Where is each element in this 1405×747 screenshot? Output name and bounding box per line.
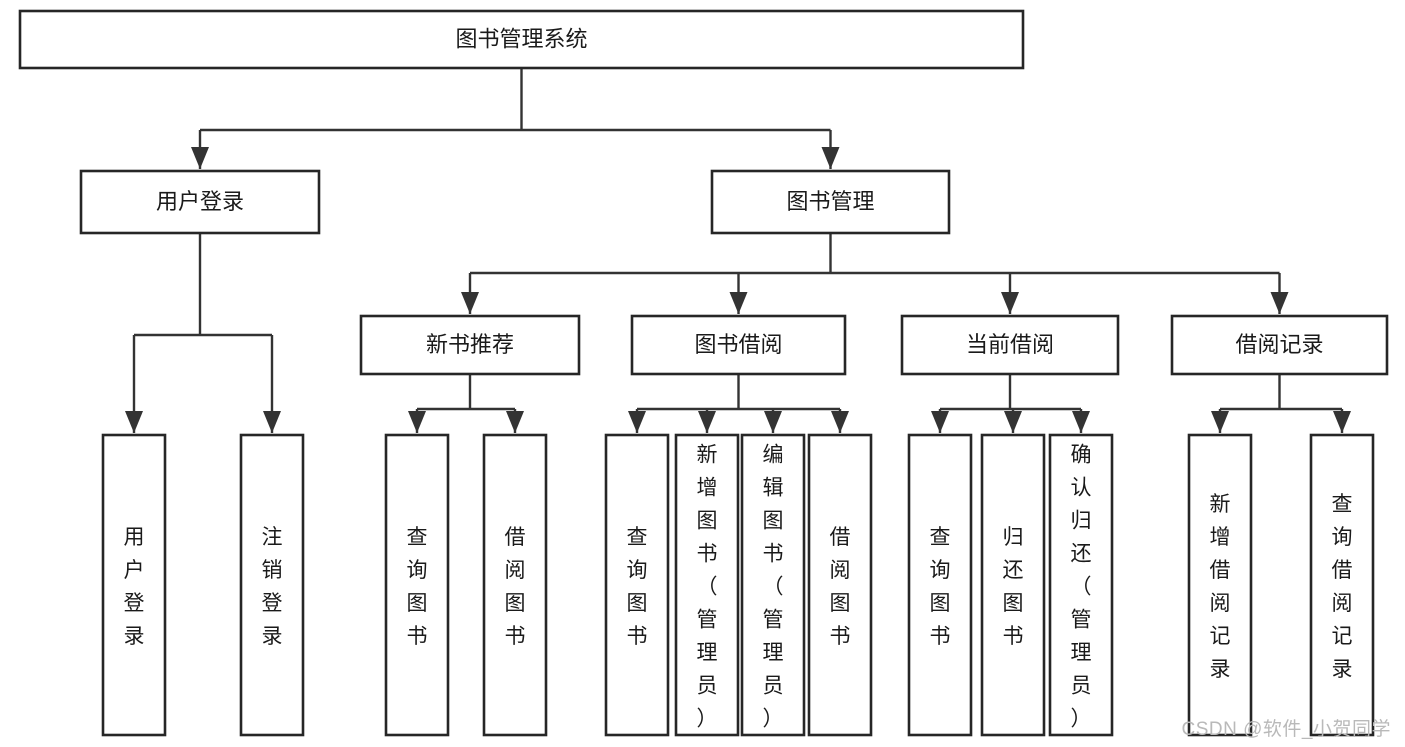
node-leaf-借阅图书[interactable]: 借阅图书 [482, 433, 548, 737]
node-leaf-用户登录[interactable]: 用户登录 [101, 433, 167, 737]
node-leaf-新增图书管理员[interactable]: 新增图书（管理员） [674, 433, 740, 737]
arrow-head-icon [1270, 292, 1289, 314]
arrow-head-icon [263, 411, 281, 433]
node-layer: 图书管理系统用户登录图书管理新书推荐图书借阅当前借阅借阅记录用户登录注销登录查询… [18, 9, 1389, 737]
node-box [630, 314, 847, 376]
arrow-head-icon [1072, 411, 1090, 433]
node-box [239, 433, 305, 737]
node-box [604, 433, 670, 737]
node-box [359, 314, 581, 376]
node-box [384, 433, 450, 737]
node-leaf-查询图书[interactable]: 查询图书 [604, 433, 670, 737]
node-label: 查询图书 [627, 526, 648, 648]
node-label: 归还图书 [1003, 526, 1024, 648]
node-box [79, 169, 321, 235]
node-leaf-查询借阅记录[interactable]: 查询借阅记录 [1309, 433, 1375, 737]
arrow-head-icon [931, 411, 949, 433]
node-label: 当前借阅 [966, 332, 1054, 357]
node-box [18, 9, 1025, 70]
node-leaf-新增借阅记录[interactable]: 新增借阅记录 [1187, 433, 1253, 737]
node-l3-当前借阅[interactable]: 当前借阅 [900, 314, 1120, 376]
node-label: 图书管理 [786, 189, 874, 214]
node-label: 查询图书 [930, 526, 951, 648]
node-leaf-确认归还管理员[interactable]: 确认归还（管理员） [1048, 433, 1114, 737]
node-leaf-借阅图书[interactable]: 借阅图书 [807, 433, 873, 737]
node-box [482, 433, 548, 737]
node-label: 新书推荐 [426, 332, 514, 357]
arrow-head-icon [506, 411, 524, 433]
arrow-head-icon [698, 411, 716, 433]
node-box [900, 314, 1120, 376]
node-leaf-查询图书[interactable]: 查询图书 [384, 433, 450, 737]
node-l2-图书管理[interactable]: 图书管理 [710, 169, 951, 235]
node-label: 确认归还（管理员） [1071, 444, 1092, 731]
node-box [740, 433, 806, 737]
arrow-head-icon [1211, 411, 1229, 433]
node-label: 注销登录 [262, 526, 283, 648]
arrow-head-icon [764, 411, 782, 433]
node-leaf-归还图书[interactable]: 归还图书 [980, 433, 1046, 737]
node-label: 编辑图书（管理员） [763, 444, 784, 731]
node-label: 新增借阅记录 [1210, 493, 1231, 681]
node-label: 查询图书 [407, 526, 428, 648]
node-box [1170, 314, 1389, 376]
arrow-head-icon [628, 411, 646, 433]
arrow-head-icon [1333, 411, 1351, 433]
node-box [1187, 433, 1253, 737]
node-label: 用户登录 [156, 189, 244, 214]
arrow-head-icon [821, 147, 840, 169]
node-box [674, 433, 740, 737]
connector-layer [125, 68, 1351, 433]
node-l3-借阅记录[interactable]: 借阅记录 [1170, 314, 1389, 376]
node-box [807, 433, 873, 737]
arrow-head-icon [408, 411, 426, 433]
node-label: 借阅图书 [830, 526, 851, 648]
arrow-head-icon [729, 292, 748, 314]
node-label: 借阅记录 [1235, 332, 1323, 357]
node-l2-用户登录[interactable]: 用户登录 [79, 169, 321, 235]
node-box [710, 169, 951, 235]
node-box [101, 433, 167, 737]
arrow-head-icon [1004, 411, 1022, 433]
node-leaf-注销登录[interactable]: 注销登录 [239, 433, 305, 737]
node-label: 图书管理系统 [455, 26, 587, 51]
node-box [1309, 433, 1375, 737]
arrow-head-icon [191, 147, 209, 169]
node-box [907, 433, 973, 737]
node-label: 图书借阅 [694, 332, 782, 357]
node-label: 查询借阅记录 [1332, 493, 1353, 681]
arrow-head-icon [125, 411, 143, 433]
node-l3-图书借阅[interactable]: 图书借阅 [630, 314, 847, 376]
arrow-head-icon [831, 411, 849, 433]
node-leaf-编辑图书管理员[interactable]: 编辑图书（管理员） [740, 433, 806, 737]
arrow-head-icon [461, 292, 479, 314]
node-label: 借阅图书 [505, 526, 526, 648]
arrow-head-icon [1001, 292, 1019, 314]
node-root-图书管理系统[interactable]: 图书管理系统 [18, 9, 1025, 70]
node-label: 新增图书（管理员） [697, 444, 718, 731]
node-leaf-查询图书[interactable]: 查询图书 [907, 433, 973, 737]
node-box [980, 433, 1046, 737]
node-l3-新书推荐[interactable]: 新书推荐 [359, 314, 581, 376]
node-label: 用户登录 [124, 526, 145, 648]
node-box [1048, 433, 1114, 737]
